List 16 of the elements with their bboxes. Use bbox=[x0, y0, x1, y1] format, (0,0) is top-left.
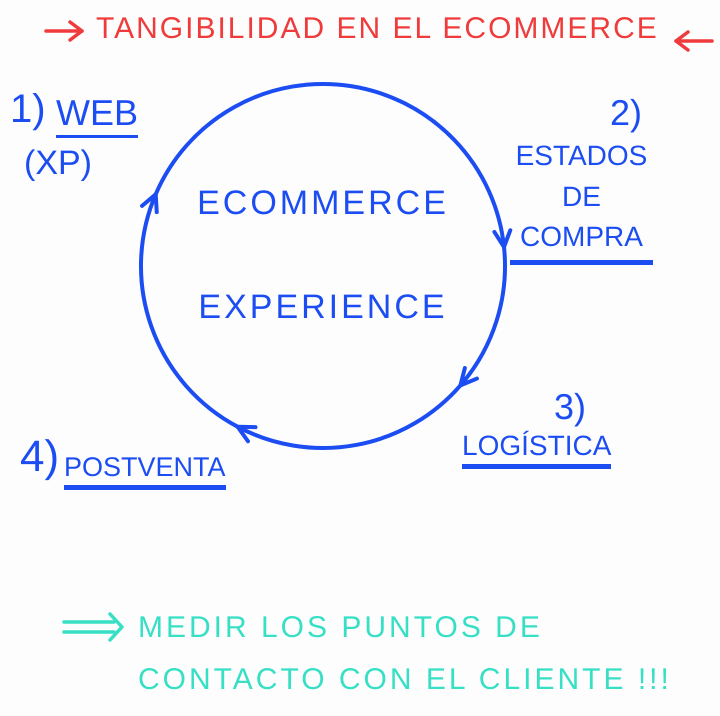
center-label: ECOMMERCE EXPERIENCE bbox=[196, 183, 450, 328]
step-label: (XP) bbox=[24, 144, 92, 184]
title: TANGIBILIDAD EN EL ECOMMERCE bbox=[96, 12, 659, 46]
step-label: LOGÍSTICA bbox=[462, 430, 612, 470]
step-label: WEB bbox=[56, 92, 138, 138]
caption: MEDIR LOS PUNTOS DE CONTACTO CON EL CLIENTE !!! bbox=[138, 610, 673, 698]
step-number: 4) bbox=[20, 432, 60, 483]
step-number: 2) bbox=[610, 92, 642, 134]
curved-arrow bbox=[458, 245, 507, 388]
curved-arrow bbox=[139, 192, 240, 429]
step-label: POSTVENTA bbox=[64, 452, 226, 490]
step-label: ESTADOS DE COMPRA bbox=[510, 136, 653, 265]
curved-arrow bbox=[154, 82, 512, 249]
step-number: 3) bbox=[554, 386, 586, 428]
step-number: 1) bbox=[10, 86, 46, 132]
curved-arrow bbox=[236, 383, 462, 450]
